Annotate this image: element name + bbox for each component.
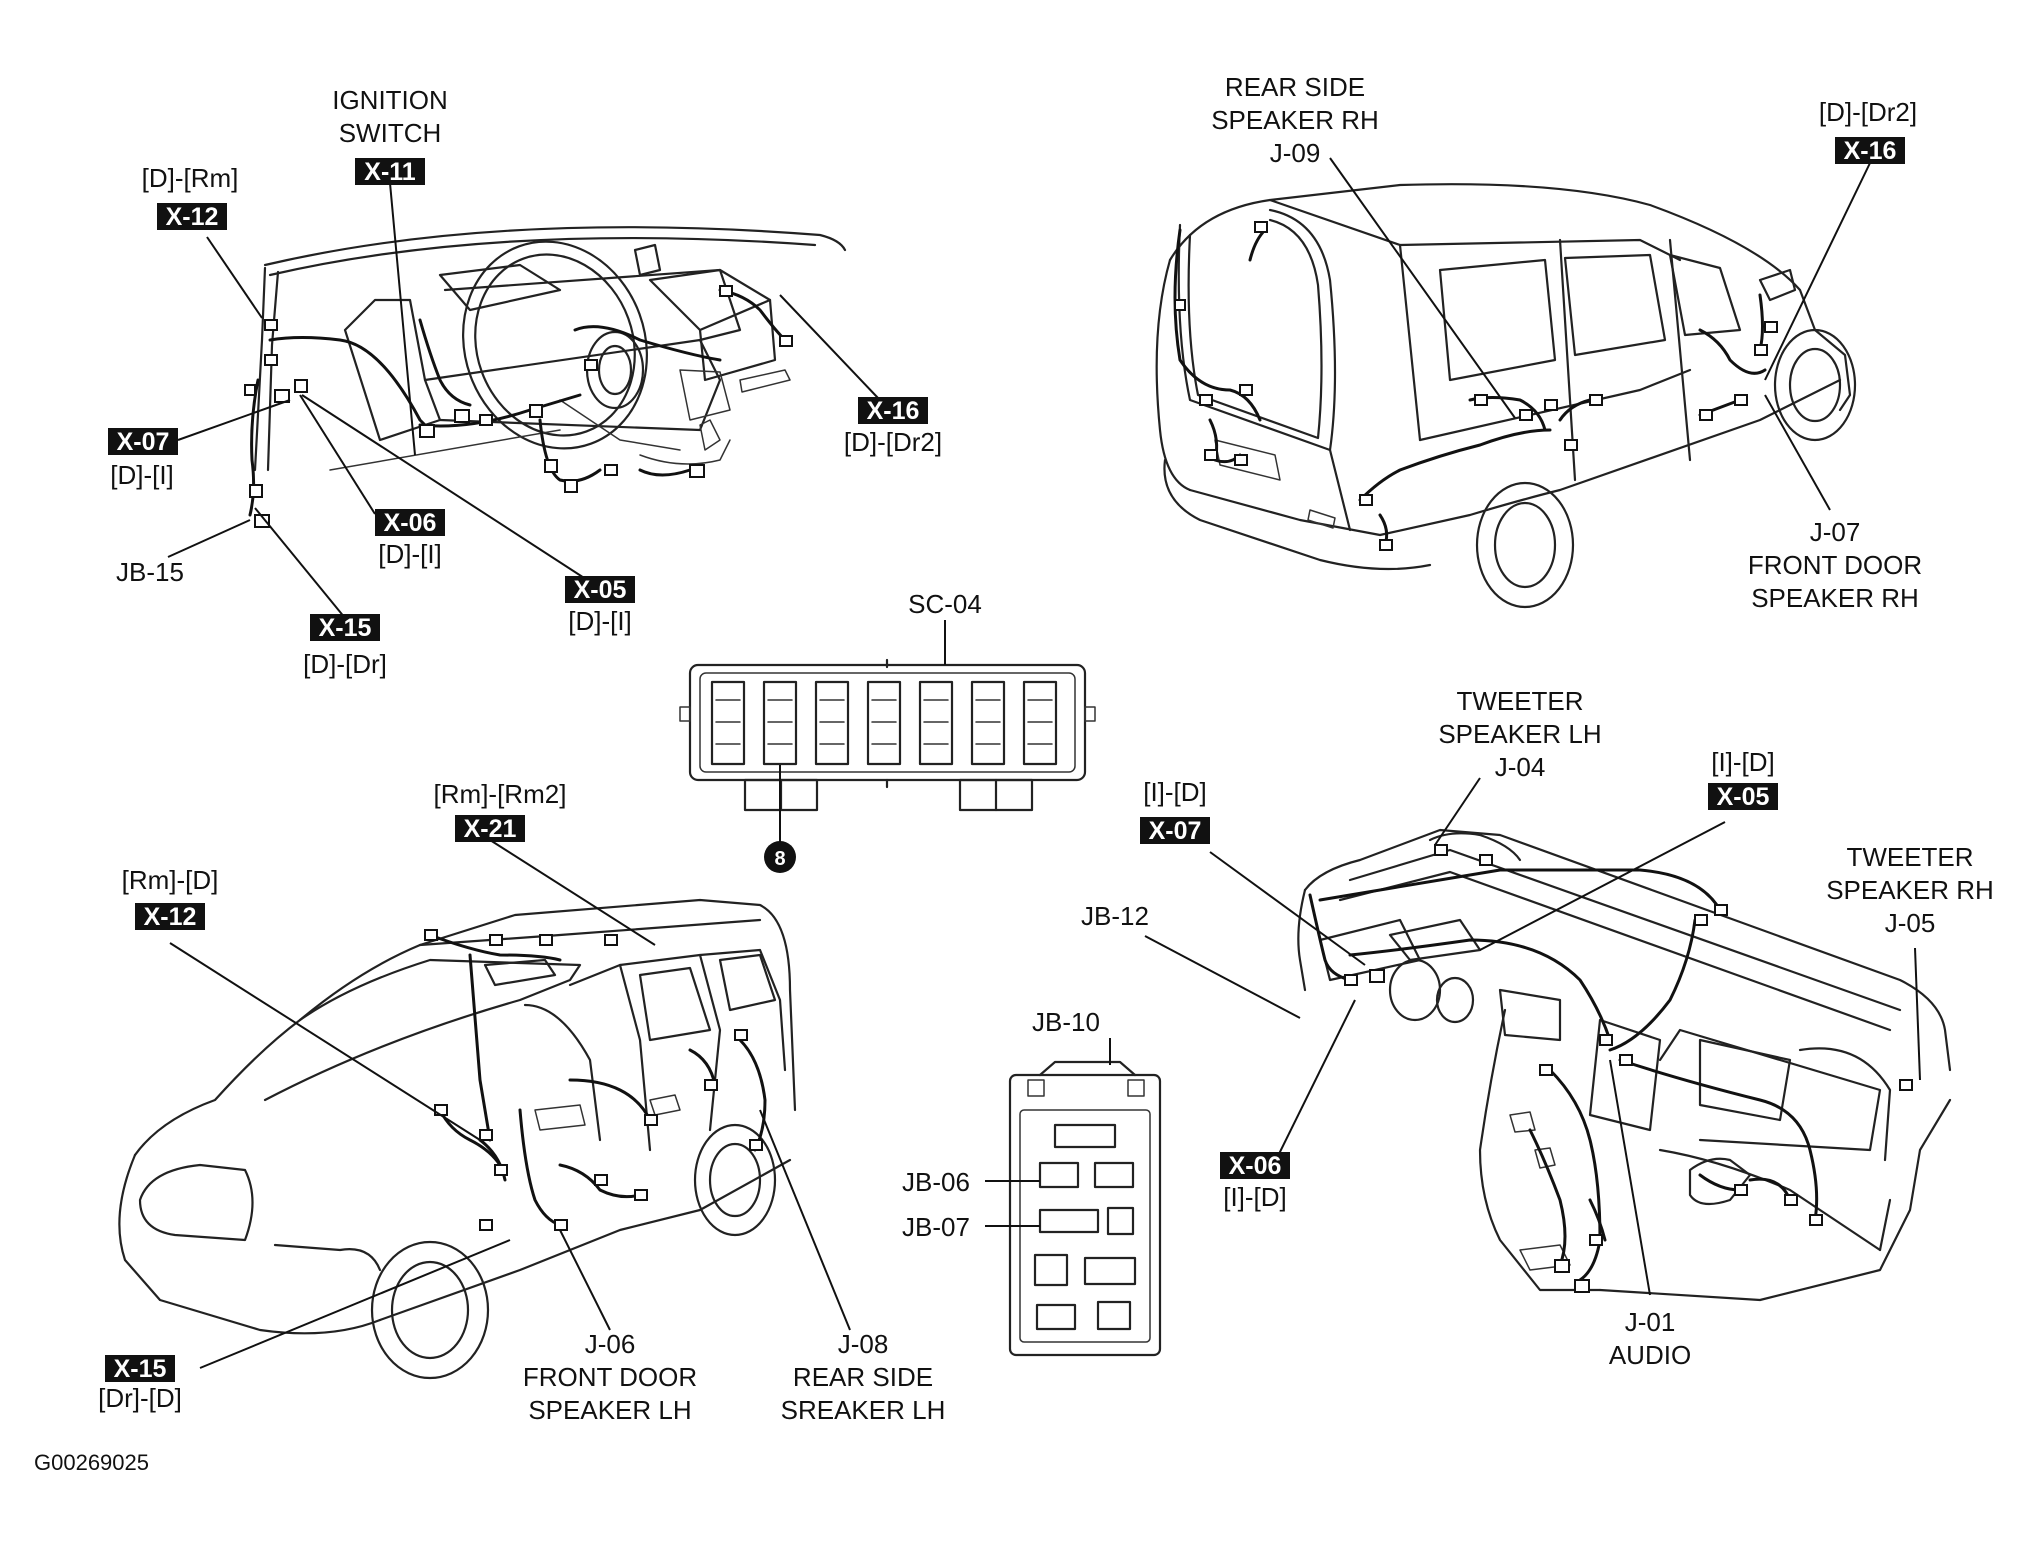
tag-x11: X-11: [355, 158, 425, 186]
label-line: REAR SIDE: [793, 1362, 933, 1392]
svg-text:X-21: X-21: [464, 815, 517, 843]
svg-text:X-05: X-05: [1717, 783, 1770, 811]
label-line: TWEETER: [1456, 686, 1583, 716]
tag-x16-top: X-16: [858, 397, 928, 425]
label-line: TWEETER: [1846, 842, 1973, 872]
tag-x12-bottom: X-12: [135, 903, 205, 931]
label-line: SPEAKER RH: [1826, 875, 1994, 905]
label-i-d-x05: [I]-[D]: [1711, 747, 1775, 777]
svg-text:X-16: X-16: [867, 397, 920, 425]
label-line: SREAKER LH: [781, 1395, 946, 1425]
svg-text:X-07: X-07: [117, 428, 170, 456]
label-d-dr: [D]-[Dr]: [303, 649, 387, 679]
image-id: G00269025: [34, 1450, 149, 1475]
tag-x05-bottom: X-05: [1708, 783, 1778, 811]
sc04-cavity: [762, 680, 798, 766]
sc04-connector: [679, 658, 1096, 812]
label-i-d-x06: [I]-[D]: [1223, 1182, 1287, 1212]
label-d-i-x06: [D]-[I]: [378, 539, 442, 569]
label-jb10: JB-10: [1032, 1007, 1100, 1037]
leader-lines: [167, 157, 1921, 1369]
label-jb15: JB-15: [116, 557, 184, 587]
sc04-cavity: [970, 680, 1006, 766]
svg-text:X-06: X-06: [1229, 1152, 1282, 1180]
svg-text:X-15: X-15: [319, 614, 372, 642]
tag-x16-right: X-16: [1835, 137, 1905, 165]
tag-x05-top: X-05: [565, 576, 635, 604]
svg-text:X-16: X-16: [1844, 137, 1897, 165]
label-line: FRONT DOOR: [523, 1362, 697, 1392]
label-d-i-x05: [D]-[I]: [568, 606, 632, 636]
svg-text:X-06: X-06: [384, 509, 437, 537]
instrument-panel-view: [1297, 828, 1952, 1302]
tag-x15-top: X-15: [310, 614, 380, 642]
label-line: IGNITION: [332, 85, 448, 115]
jb10-junction-block: [1008, 1060, 1162, 1357]
svg-text:X-12: X-12: [166, 203, 219, 231]
tag-x07-top: X-07: [108, 428, 178, 456]
label-jb07: JB-07: [902, 1212, 970, 1242]
sc04-cavity: [814, 680, 850, 766]
label-jb06: JB-06: [902, 1167, 970, 1197]
label-line: AUDIO: [1609, 1340, 1691, 1370]
label-rm-rm2: [Rm]-[Rm2]: [434, 779, 567, 809]
sc04-cavity: [918, 680, 954, 766]
label-line: J-01: [1625, 1307, 1676, 1337]
label-line: J-09: [1270, 138, 1321, 168]
svg-text:X-12: X-12: [144, 903, 197, 931]
label-line: SPEAKER RH: [1211, 105, 1379, 135]
svg-text:X-05: X-05: [574, 576, 627, 604]
dashboard-interior-view: [244, 226, 847, 528]
tag-x06-bottom: X-06: [1220, 1152, 1290, 1180]
label-i-d-x07: [I]-[D]: [1143, 777, 1207, 807]
label-line: J-07: [1810, 517, 1861, 547]
label-line: FRONT DOOR: [1748, 550, 1922, 580]
label-line: J-04: [1495, 752, 1546, 782]
label-line: J-06: [585, 1329, 636, 1359]
label-d-i-x07: [D]-[I]: [110, 460, 174, 490]
rear-van-view: [1155, 183, 1857, 609]
label-line: SPEAKER RH: [1751, 583, 1919, 613]
sc04-cavity: [710, 680, 746, 766]
label-d-dr2-right: [D]-[Dr2]: [1819, 97, 1917, 127]
sc04-cavity: [866, 680, 902, 766]
tag-x12-top: X-12: [157, 203, 227, 231]
label-line: J-05: [1885, 908, 1936, 938]
label-line: J-08: [838, 1329, 889, 1359]
label-line: SPEAKER LH: [1438, 719, 1601, 749]
label-dr-d: [Dr]-[D]: [98, 1383, 182, 1413]
label-line: SPEAKER LH: [528, 1395, 691, 1425]
x-tags: X-11 X-12 X-07 X-06 X-05 X-15 X-16 X-16 …: [105, 137, 1905, 1383]
label-d-dr2-top: [D]-[Dr2]: [844, 427, 942, 457]
label-sc04: SC-04: [908, 589, 982, 619]
tag-x07-bottom: X-07: [1140, 817, 1210, 845]
tag-x15-bottom: X-15: [105, 1355, 175, 1383]
front-van-view: [118, 898, 797, 1380]
sc04-pin-number: 8: [774, 848, 785, 870]
label-line: SWITCH: [339, 118, 442, 148]
label-d-rm: [D]-[Rm]: [142, 163, 239, 193]
svg-text:X-15: X-15: [114, 1355, 167, 1383]
tag-x21: X-21: [455, 815, 525, 843]
tag-x06-top: X-06: [375, 509, 445, 537]
svg-text:X-07: X-07: [1149, 817, 1202, 845]
svg-text:X-11: X-11: [364, 158, 416, 186]
label-jb12: JB-12: [1081, 901, 1149, 931]
sc04-pin-callout: 8: [764, 841, 796, 873]
label-rm-d: [Rm]-[D]: [122, 865, 219, 895]
label-line: REAR SIDE: [1225, 72, 1365, 102]
sc04-cavity: [1022, 680, 1058, 766]
